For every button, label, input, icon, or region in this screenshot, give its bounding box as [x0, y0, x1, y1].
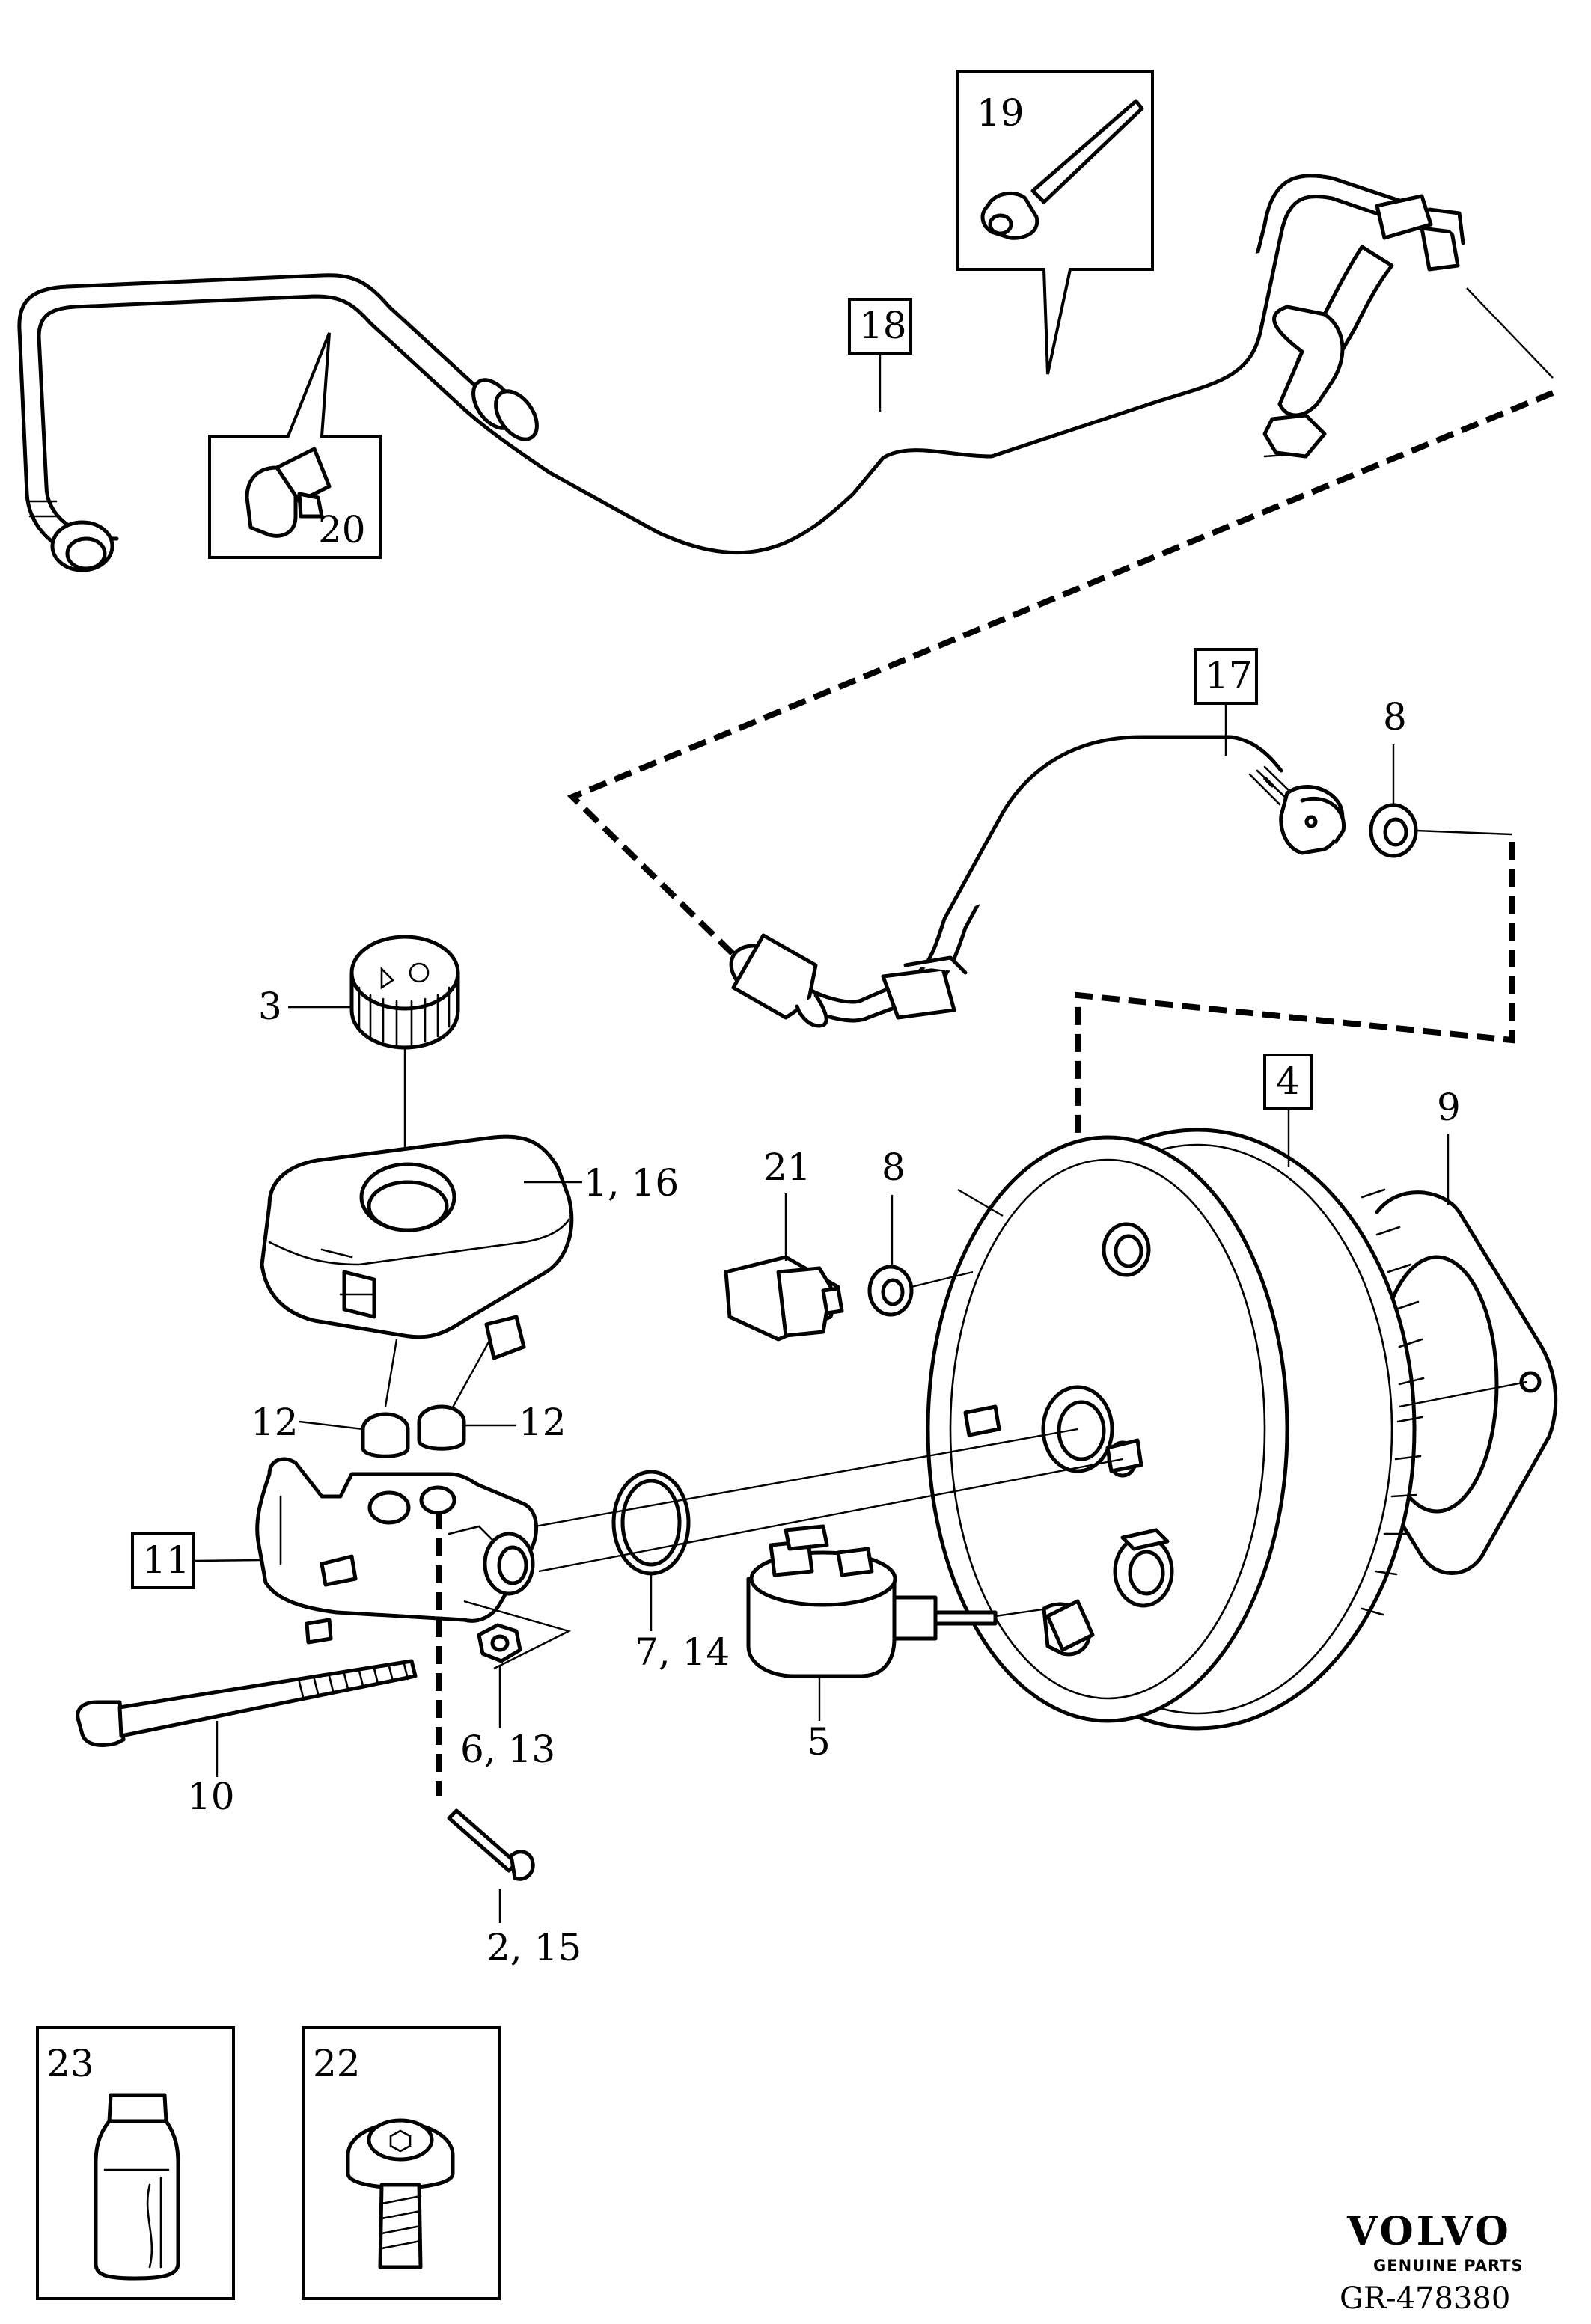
- master-cylinder-11: [255, 1457, 539, 1645]
- brand-block: VOLVO GENUINE PARTS GR-478380: [1340, 2209, 1524, 2316]
- brand-tagline: GENUINE PARTS: [1373, 2257, 1524, 2275]
- callout-6-13: 6, 13: [460, 1728, 555, 1771]
- reservoir-cap-3: 3: [258, 935, 460, 1156]
- callout-19: 19: [977, 91, 1024, 135]
- diagram-code: GR-478380: [1340, 2281, 1510, 2316]
- brand-logo: VOLVO: [1346, 2209, 1512, 2254]
- callout-17-group: 17: [1194, 648, 1258, 756]
- fluid-reservoir-1: 1, 16: [260, 1134, 679, 1415]
- assembly-dashed-line-1: [567, 390, 1554, 971]
- callout-4: 4: [1276, 1059, 1300, 1103]
- callout-7-14: 7, 14: [635, 1630, 730, 1674]
- callout-17: 17: [1205, 654, 1253, 697]
- callout-3: 3: [258, 985, 282, 1028]
- seals-12: 12 12: [251, 1401, 567, 1458]
- callout-box-19: 19: [956, 70, 1154, 375]
- brake-sensor-5: 5: [746, 1524, 1048, 1764]
- o-ring-7-14: 7, 14: [534, 1428, 1123, 1674]
- vacuum-hose-17: [729, 735, 1346, 1028]
- callout-21: 21: [763, 1146, 811, 1189]
- brake-booster-4: [926, 1128, 1558, 1731]
- callout-11: 11: [142, 1538, 190, 1582]
- callout-8-lower: 8: [882, 1146, 906, 1189]
- callout-4-group: 4: [1263, 1054, 1313, 1167]
- callout-22: 22: [313, 2042, 361, 2085]
- bolt-2-15: 2, 15: [447, 1808, 581, 1969]
- callout-12-right: 12: [519, 1401, 567, 1444]
- callout-20: 20: [318, 508, 366, 551]
- bolt-10: 10: [76, 1659, 418, 1818]
- callout-23: 23: [46, 2042, 94, 2085]
- callout-9: 9: [1437, 1086, 1461, 1129]
- assembly-dashed-line-2: [1075, 842, 1515, 1250]
- callout-box-20: 20: [208, 332, 382, 559]
- nut-6-13: 6, 13: [460, 1600, 572, 1771]
- callout-1-16: 1, 16: [584, 1161, 679, 1205]
- callout-2-15: 2, 15: [486, 1926, 581, 1969]
- callout-18-group: 18: [848, 298, 912, 412]
- callout-box-22: 22: [302, 2026, 501, 2300]
- callout-5: 5: [807, 1720, 831, 1764]
- callout-18: 18: [859, 304, 907, 347]
- washer-8-upper: 8: [1369, 695, 1512, 858]
- washer-8-lower: 8: [867, 1146, 974, 1317]
- callout-11-group: 11: [131, 1532, 263, 1589]
- callout-9-group: 9: [1399, 1086, 1527, 1408]
- callout-box-23: 23: [36, 2026, 235, 2300]
- callout-12-left: 12: [251, 1401, 299, 1444]
- callout-8-upper: 8: [1383, 695, 1407, 739]
- callout-10: 10: [187, 1775, 235, 1818]
- vacuum-sensor-21: 21: [724, 1146, 844, 1342]
